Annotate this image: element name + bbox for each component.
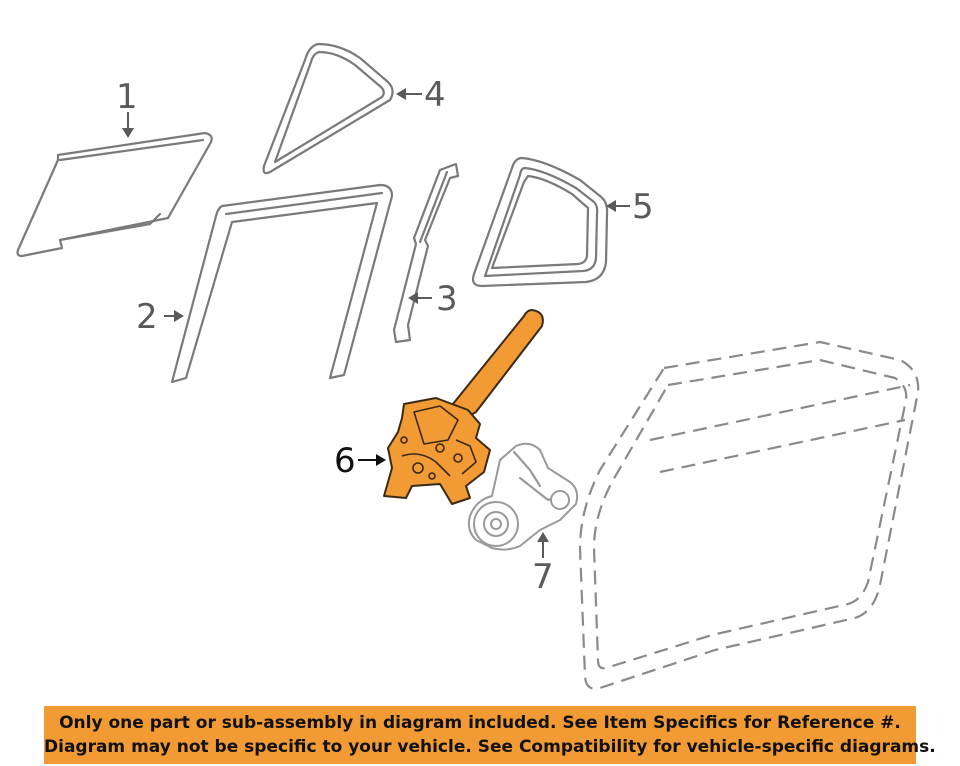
disclaimer-line-1: Only one part or sub-assembly in diagram… (59, 713, 901, 733)
glass-run-channel-part-2[interactable] (170, 183, 394, 384)
disclaimer-banner: Only one part or sub-assembly in diagram… (44, 706, 936, 764)
callout-2: 2 (136, 297, 158, 337)
callout-7: 7 (532, 557, 554, 597)
quarter-glass-part-4[interactable] (262, 42, 394, 175)
window-regulator-part-6[interactable] (383, 309, 544, 505)
callout-6: 6 (334, 441, 356, 481)
callout-arrows (122, 88, 630, 558)
callout-3: 3 (436, 279, 458, 319)
callout-4: 4 (424, 75, 446, 115)
quarter-window-seal-part-5[interactable] (471, 156, 609, 288)
disclaimer-line-2: Diagram may not be specific to your vehi… (44, 737, 936, 757)
door-glass-part-1[interactable] (16, 131, 213, 258)
door-outline (578, 340, 920, 690)
callout-1: 1 (116, 77, 138, 117)
callout-5: 5 (632, 187, 654, 227)
regulator-motor-part-7[interactable] (467, 442, 579, 551)
